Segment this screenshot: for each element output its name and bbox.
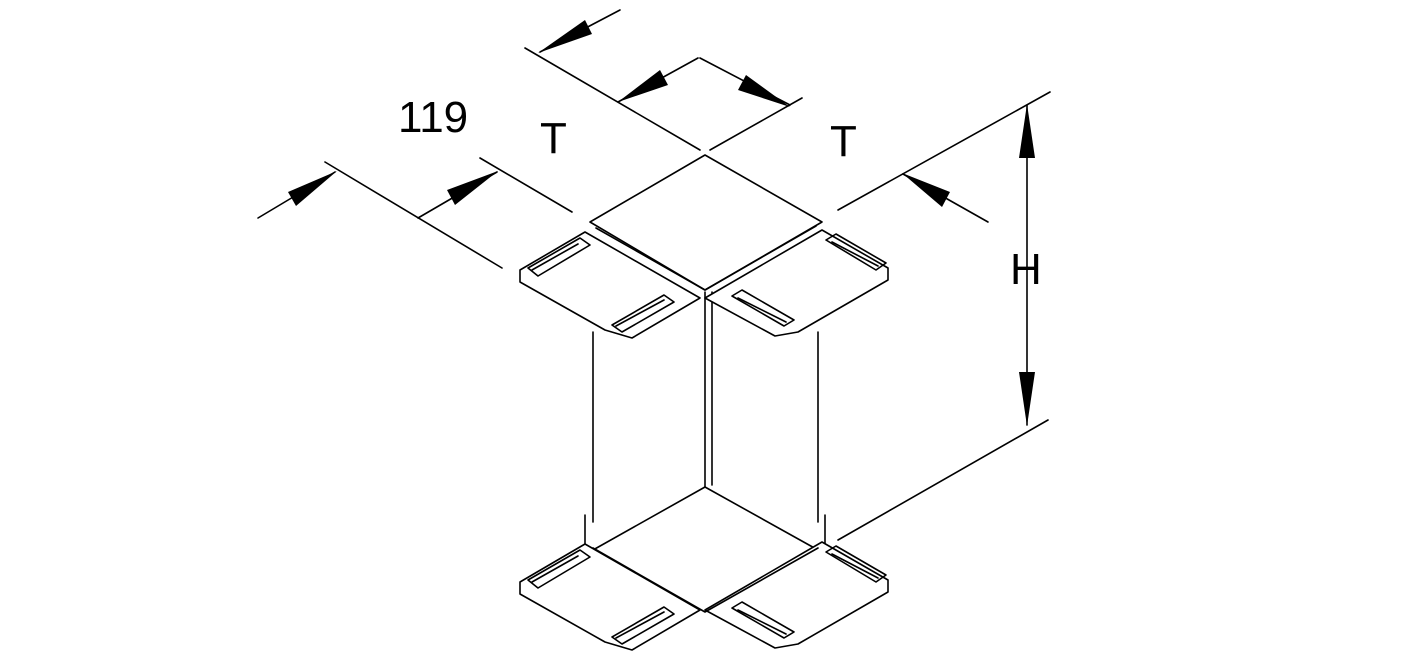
bottom-edge <box>592 547 819 613</box>
width-label: 119 <box>398 93 468 142</box>
height-label: H <box>1010 245 1042 294</box>
depth-label-left: T <box>540 114 567 163</box>
bottom-right-flange <box>704 541 889 649</box>
dimension-lines <box>257 9 1051 541</box>
top-face <box>589 154 823 291</box>
body <box>584 291 826 551</box>
depth-label-right: T <box>830 117 857 166</box>
bottom-left-flange <box>519 543 701 651</box>
